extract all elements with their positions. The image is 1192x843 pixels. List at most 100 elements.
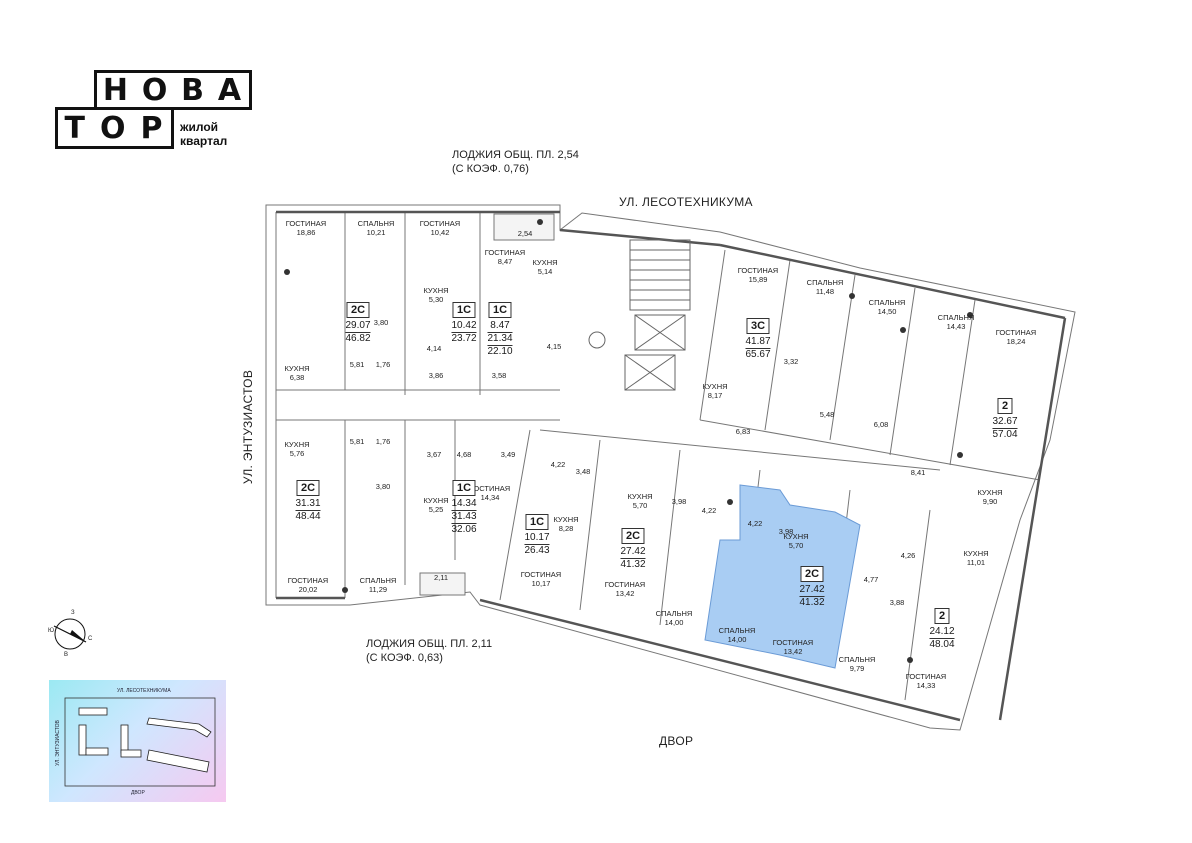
elevator-1: [634, 314, 686, 351]
area-number: 4,22: [701, 506, 717, 515]
accessibility-icon: [588, 331, 606, 349]
logo-letter: О: [99, 110, 128, 146]
logo-letter: В: [181, 72, 207, 108]
area-number: 6,08: [873, 420, 889, 429]
area-number: 4,14: [426, 344, 442, 353]
compass-n: З: [71, 610, 75, 616]
area-number: 3,58: [491, 371, 507, 380]
area-number: 4,22: [747, 519, 763, 528]
area-number: 8,41: [910, 468, 926, 477]
area-number: 4,26: [900, 551, 916, 560]
minimap-left-label: УЛ. ЭНТУЗИАСТОВ: [54, 720, 61, 766]
logo-letter: Т: [64, 110, 87, 146]
loggia-top-note: ЛОДЖИЯ ОБЩ. ПЛ. 2,54 (С КОЭФ. 0,76): [452, 149, 579, 175]
area-number: 3,49: [500, 450, 516, 459]
area-number: 3,32: [783, 357, 799, 366]
area-number: 3,80: [373, 318, 389, 327]
area-number: 3,86: [428, 371, 444, 380]
logo-top-row: Н О В А: [94, 70, 252, 110]
area-number: 1,76: [375, 360, 391, 369]
street-top-label: УЛ. ЛЕСОТЕХНИКУМА: [619, 195, 753, 209]
left-wing-outline: [265, 204, 1076, 731]
area-number: 5,48: [819, 410, 835, 419]
area-number: 4,68: [456, 450, 472, 459]
loggia-bottom-note: ЛОДЖИЯ ОБЩ. ПЛ. 2,11 (С КОЭФ. 0,63): [366, 638, 493, 664]
logo-bottom-row: Т О Р: [55, 107, 174, 149]
compass: З С В Ю: [48, 608, 98, 668]
area-number: 3,88: [889, 598, 905, 607]
area-number: 6,83: [735, 427, 751, 436]
area-number: 4,22: [550, 460, 566, 469]
site-minimap: УЛ. ЛЕСОТЕХНИКУМА ДВОР УЛ. ЭНТУЗИАСТОВ: [49, 680, 226, 802]
area-number: 3,67: [426, 450, 442, 459]
street-bottom-label: ДВОР: [659, 734, 694, 748]
minimap-bottom-label: ДВОР: [131, 790, 145, 796]
compass-w: Ю: [48, 628, 55, 634]
logo-letter: О: [141, 72, 170, 108]
area-number: 3,98: [671, 497, 687, 506]
area-number: 4,77: [863, 575, 879, 584]
area-number: 4,15: [546, 342, 562, 351]
compass-e: С: [88, 636, 93, 642]
loggia-top: [493, 213, 555, 241]
area-number: 1,76: [375, 437, 391, 446]
minimap-top-label: УЛ. ЛЕСОТЕХНИКУМА: [117, 688, 171, 694]
area-number: 5,81: [349, 437, 365, 446]
logo-letter: Н: [102, 72, 131, 108]
loggia-bottom: [419, 572, 466, 596]
compass-s: В: [64, 652, 69, 658]
logo-letter: Р: [140, 110, 165, 146]
logo-subtitle: жилой квартал: [180, 120, 228, 148]
left-wing-walls: [275, 211, 560, 598]
exterior-wall: [276, 210, 1067, 722]
area-number: 2,11: [433, 573, 449, 582]
highlighted-apartment: [704, 484, 861, 669]
elevator-2: [624, 354, 676, 391]
area-number: 3,98: [778, 527, 794, 536]
area-number: 3,80: [375, 482, 391, 491]
stair-core: [629, 239, 691, 311]
area-number: 5,81: [349, 360, 365, 369]
